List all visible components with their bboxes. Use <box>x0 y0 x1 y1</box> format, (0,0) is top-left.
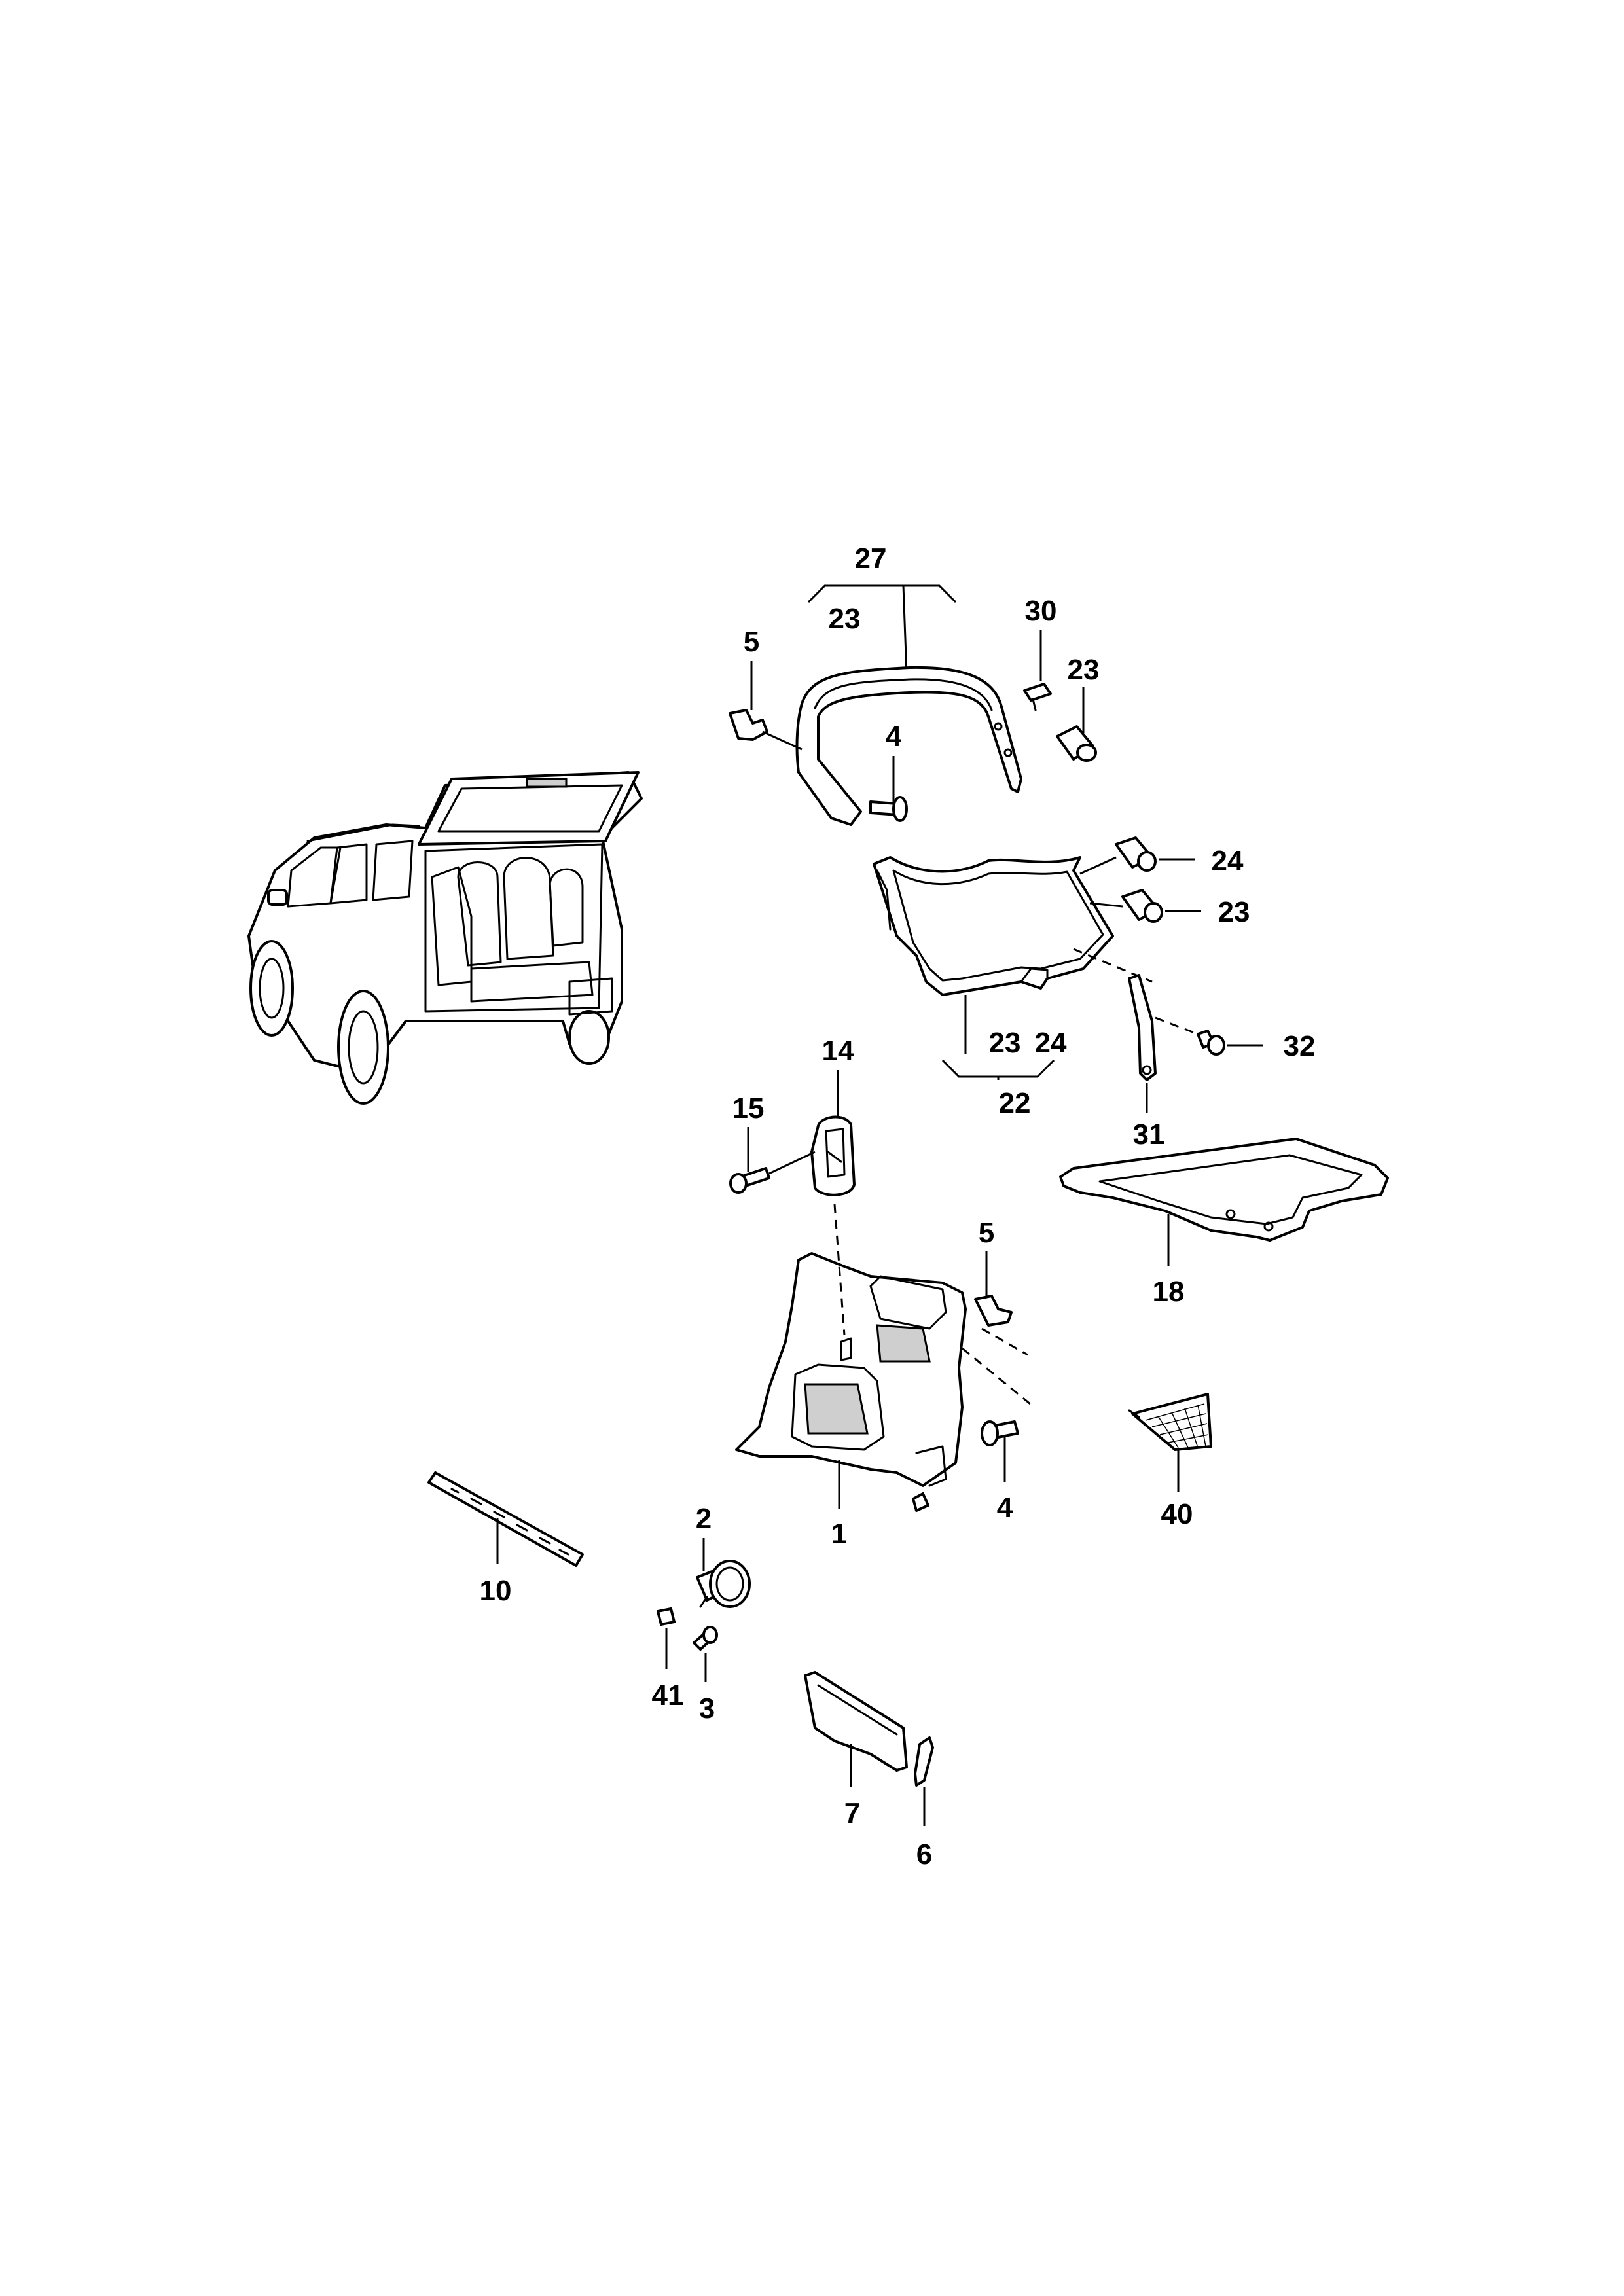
hook-14: 14 <box>810 1035 856 1196</box>
strip-6: 6 <box>914 1736 934 1871</box>
callout-23-right-mid: 23 <box>1218 896 1250 928</box>
callout-27: 27 <box>855 543 887 575</box>
callout-18: 18 <box>1153 1276 1185 1308</box>
callout-7: 7 <box>844 1797 860 1829</box>
vehicle-overview <box>247 771 643 1105</box>
callout-30: 30 <box>1025 595 1057 627</box>
callout-5-top: 5 <box>744 626 759 658</box>
grommet-24-right: 24 <box>1079 836 1244 877</box>
grille-strip-10: 10 <box>427 1471 584 1607</box>
luggage-net-40: 40 <box>1128 1393 1212 1530</box>
callout-4-mid: 4 <box>997 1492 1013 1524</box>
callout-1: 1 <box>831 1518 847 1550</box>
callout-23-bottom: 23 <box>989 1027 1021 1059</box>
callout-5-mid: 5 <box>979 1217 994 1249</box>
callout-3: 3 <box>699 1693 715 1725</box>
screw-32: 32 <box>1197 1030 1316 1062</box>
callout-23-top: 23 <box>829 603 861 635</box>
callout-32: 32 <box>1284 1030 1316 1062</box>
callout-31: 31 <box>1133 1119 1165 1151</box>
callout-6: 6 <box>916 1839 932 1871</box>
grommet-23-right-top: 23 <box>1056 654 1100 762</box>
callout-24-right: 24 <box>1212 845 1244 877</box>
callout-2: 2 <box>696 1503 712 1535</box>
callout-24-bottom: 24 <box>1035 1027 1067 1059</box>
bracket-31: 31 <box>1073 948 1199 1151</box>
callout-23-right-top: 23 <box>1068 654 1100 686</box>
grommet-23-right-mid: 23 <box>1089 889 1250 928</box>
callout-41: 41 <box>652 1679 684 1712</box>
screw-15: 15 <box>729 1092 816 1194</box>
screw-4-mid: 4 <box>981 1420 1019 1524</box>
clip-5-mid: 5 <box>962 1217 1035 1408</box>
callout-10: 10 <box>480 1575 512 1607</box>
callout-22-group: 23 24 22 <box>941 995 1067 1119</box>
clip-30: 30 <box>1023 595 1057 711</box>
callout-27-group: 27 23 <box>807 543 957 675</box>
screw-3: 3 <box>693 1626 718 1725</box>
pocket-7: 7 <box>804 1671 908 1829</box>
screw-4-top: 4 <box>869 721 908 822</box>
tailgate-panel <box>873 856 1114 996</box>
floor-cover-18: 18 <box>1059 1138 1389 1308</box>
callout-15: 15 <box>732 1092 765 1124</box>
callout-40: 40 <box>1161 1498 1193 1530</box>
side-trim-panel-1: 1 <box>735 1204 967 1550</box>
lamp-2: 2 <box>696 1503 751 1608</box>
clip-5-top: 5 <box>729 626 803 751</box>
callout-14: 14 <box>822 1035 854 1067</box>
callout-4-top: 4 <box>886 721 902 753</box>
clip-41: 41 <box>652 1607 684 1712</box>
callout-22: 22 <box>999 1087 1031 1119</box>
tailgate-trim-strip <box>795 666 1022 826</box>
